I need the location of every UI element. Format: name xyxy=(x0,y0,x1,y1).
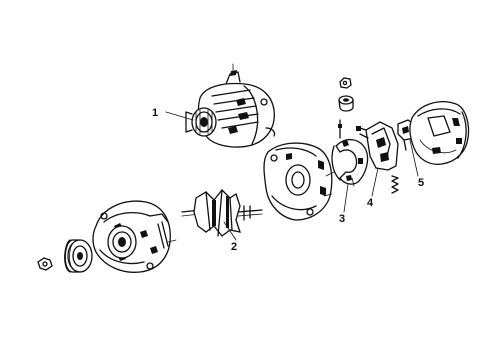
terminal-insulator xyxy=(338,95,354,112)
leader-4 xyxy=(371,167,379,197)
front-housing xyxy=(92,200,177,273)
callout-1: 1 xyxy=(152,107,158,119)
terminal-nut xyxy=(339,77,352,89)
rotor xyxy=(181,189,263,237)
brush-spring xyxy=(391,175,399,194)
callout-2: 2 xyxy=(231,241,237,253)
callout-3: 3 xyxy=(339,213,345,225)
leader-2 xyxy=(223,221,237,241)
pulley-nut xyxy=(37,257,53,271)
leader-1 xyxy=(165,111,194,121)
pulley xyxy=(64,239,93,273)
voltage-regulator xyxy=(356,121,399,171)
rear-housing xyxy=(263,142,335,221)
leader-5 xyxy=(409,139,419,177)
leader-3 xyxy=(343,183,349,213)
callout-4: 4 xyxy=(367,197,374,209)
callout-5: 5 xyxy=(418,177,424,189)
alternator-assembly xyxy=(185,63,276,148)
rectifier xyxy=(331,119,369,187)
rear-end-cover xyxy=(409,101,470,165)
